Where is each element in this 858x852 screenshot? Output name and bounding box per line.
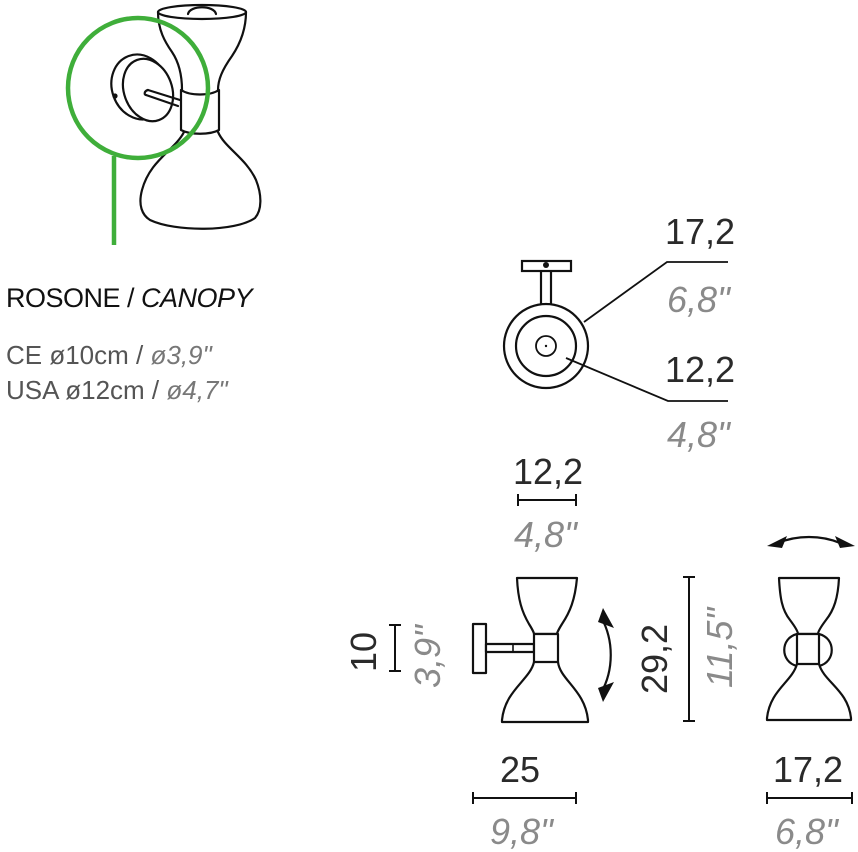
side-canopy-height-metric: 10 bbox=[343, 631, 384, 672]
side-depth-metric: 25 bbox=[500, 749, 541, 790]
side-shade-width-imperial: 4,8" bbox=[514, 514, 577, 555]
dimension-line-depth bbox=[472, 792, 577, 804]
top-inner-metric: 12,2 bbox=[665, 349, 736, 390]
side-depth-imperial: 9,8" bbox=[490, 811, 553, 852]
front-width-metric: 17,2 bbox=[773, 749, 844, 790]
top-view-drawing bbox=[502, 259, 728, 402]
canopy-title-italic: CANOPY bbox=[141, 283, 253, 313]
front-width-imperial: 6,8" bbox=[775, 811, 838, 852]
perspective-lamp-drawing bbox=[110, 3, 262, 230]
canopy-spec-ce: CE ø10cm / ø3,9" bbox=[6, 340, 212, 371]
side-view-lamp-drawing bbox=[471, 576, 590, 724]
dimension-line-total-height bbox=[683, 576, 695, 722]
canopy-spec-ce-label: CE ø10cm / bbox=[6, 340, 144, 370]
top-outer-metric: 17,2 bbox=[665, 211, 736, 252]
side-shade-width-metric: 12,2 bbox=[513, 451, 584, 492]
canopy-spec-usa-label: USA ø12cm / bbox=[6, 375, 160, 405]
rotation-arrow-vertical-icon bbox=[598, 608, 614, 702]
top-outer-imperial: 6,8" bbox=[667, 279, 730, 320]
top-inner-imperial: 4,8" bbox=[667, 414, 730, 455]
canopy-highlight bbox=[65, 15, 211, 245]
side-canopy-height-imperial: 3,9" bbox=[407, 625, 448, 688]
rotation-arrow-horizontal-icon bbox=[767, 535, 855, 548]
side-total-height-imperial: 11,5" bbox=[699, 607, 740, 688]
canopy-spec-ce-imperial: ø3,9" bbox=[150, 340, 212, 370]
dimension-line-front-width bbox=[766, 792, 853, 804]
canopy-spec-usa-imperial: ø4,7" bbox=[166, 375, 228, 405]
front-view-lamp-drawing bbox=[765, 576, 853, 722]
canopy-spec-usa: USA ø12cm / ø4,7" bbox=[6, 375, 228, 406]
dimension-line-canopy-height bbox=[389, 624, 401, 672]
canopy-title-main: ROSONE / bbox=[6, 283, 135, 313]
canopy-title: ROSONE / CANOPY bbox=[6, 283, 253, 314]
side-total-height-metric: 29,2 bbox=[634, 623, 675, 694]
dimension-line-shade-width bbox=[517, 494, 577, 506]
